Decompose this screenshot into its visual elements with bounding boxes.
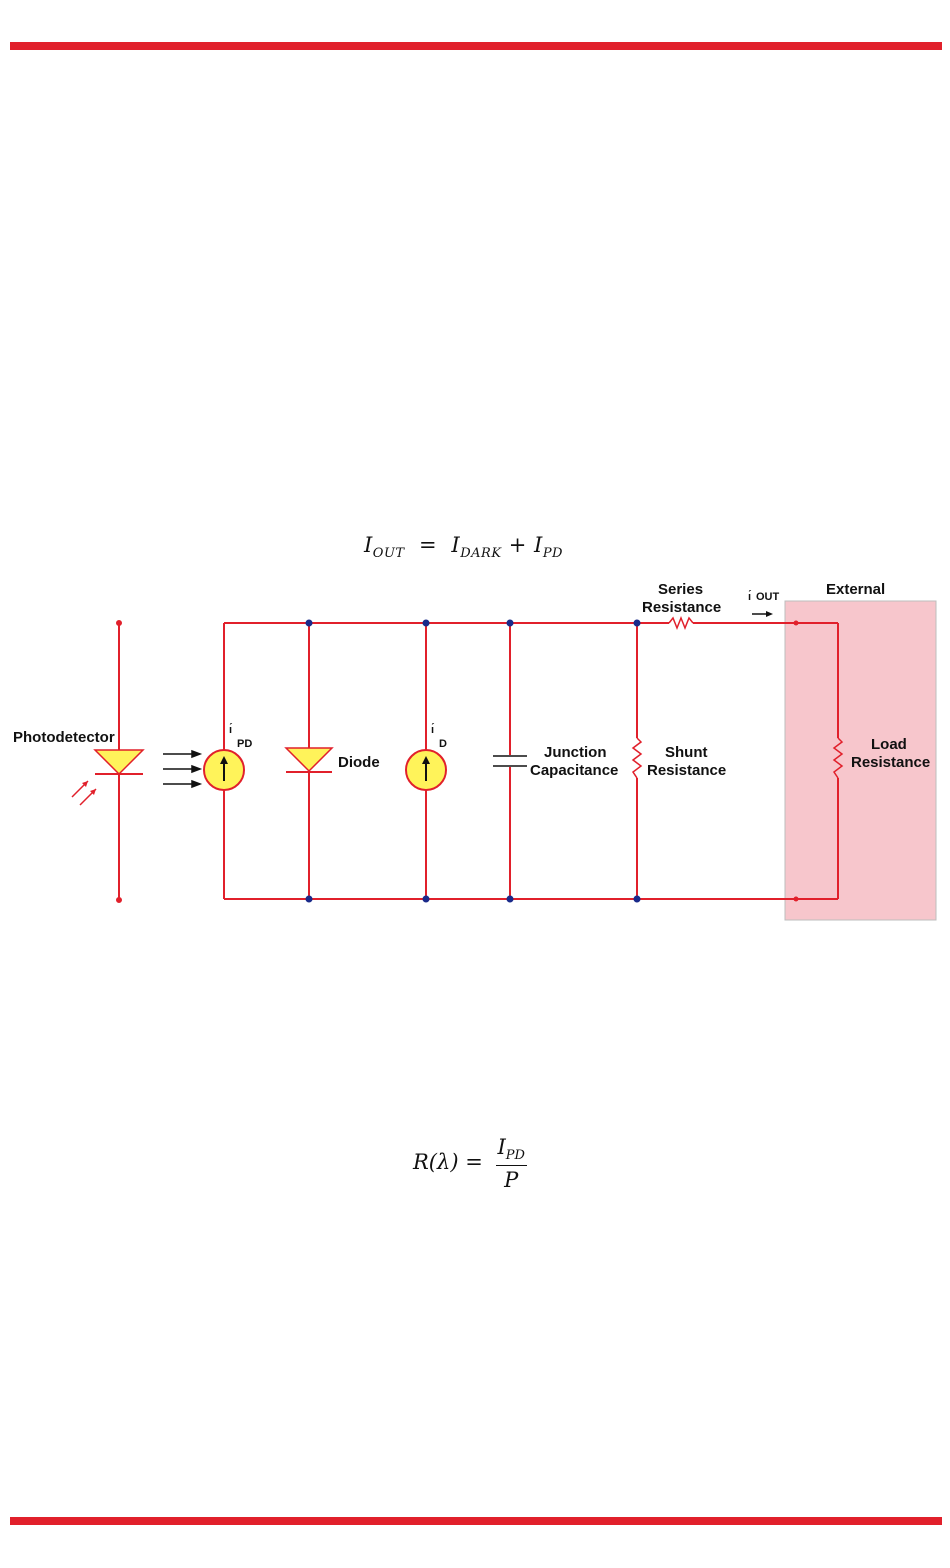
photocurrent-source	[204, 750, 244, 790]
id-i-glyph: ı́	[431, 722, 435, 736]
diode-symbol	[286, 748, 332, 772]
shunt-label-line1: Shunt	[665, 744, 708, 761]
responsivity-fraction: IPD P	[496, 1135, 527, 1192]
photodetector-symbol	[72, 621, 143, 902]
photodiode-circuit-diagram: Photodetector ı́ PD Diode ı́ D Junction …	[0, 570, 950, 940]
bottom-red-rule	[10, 1517, 942, 1525]
load-label-line1: Load	[871, 736, 907, 753]
series-label-line1: Series	[658, 581, 703, 598]
external-label: External	[826, 581, 885, 598]
responsivity-equation: R(λ) = IPD P	[413, 1135, 527, 1192]
load-label-line2: Resistance	[851, 754, 930, 771]
junction-label-line1: Junction	[544, 744, 607, 761]
ipd-label: PD	[237, 738, 252, 750]
shunt-resistor-symbol	[633, 738, 641, 778]
series-resistor-symbol	[669, 618, 693, 628]
junction-label-line2: Capacitance	[530, 762, 618, 779]
top-red-rule	[10, 42, 942, 50]
dark-current-source	[406, 750, 446, 790]
shunt-label-line2: Resistance	[647, 762, 726, 779]
light-input-arrows	[163, 751, 200, 787]
output-current-equation: IOUT = IDARK + IPD	[364, 533, 563, 561]
series-label-line2: Resistance	[642, 599, 721, 616]
iout-i-glyph: ı́	[748, 589, 752, 603]
ipd-i-glyph: ı́	[229, 722, 233, 736]
diode-label: Diode	[338, 754, 380, 771]
junction-capacitor-symbol	[493, 756, 527, 766]
output-current-arrow	[752, 611, 773, 617]
iout-label: OUT	[756, 591, 780, 603]
id-label: D	[439, 738, 447, 750]
photodetector-label: Photodetector	[13, 729, 115, 746]
